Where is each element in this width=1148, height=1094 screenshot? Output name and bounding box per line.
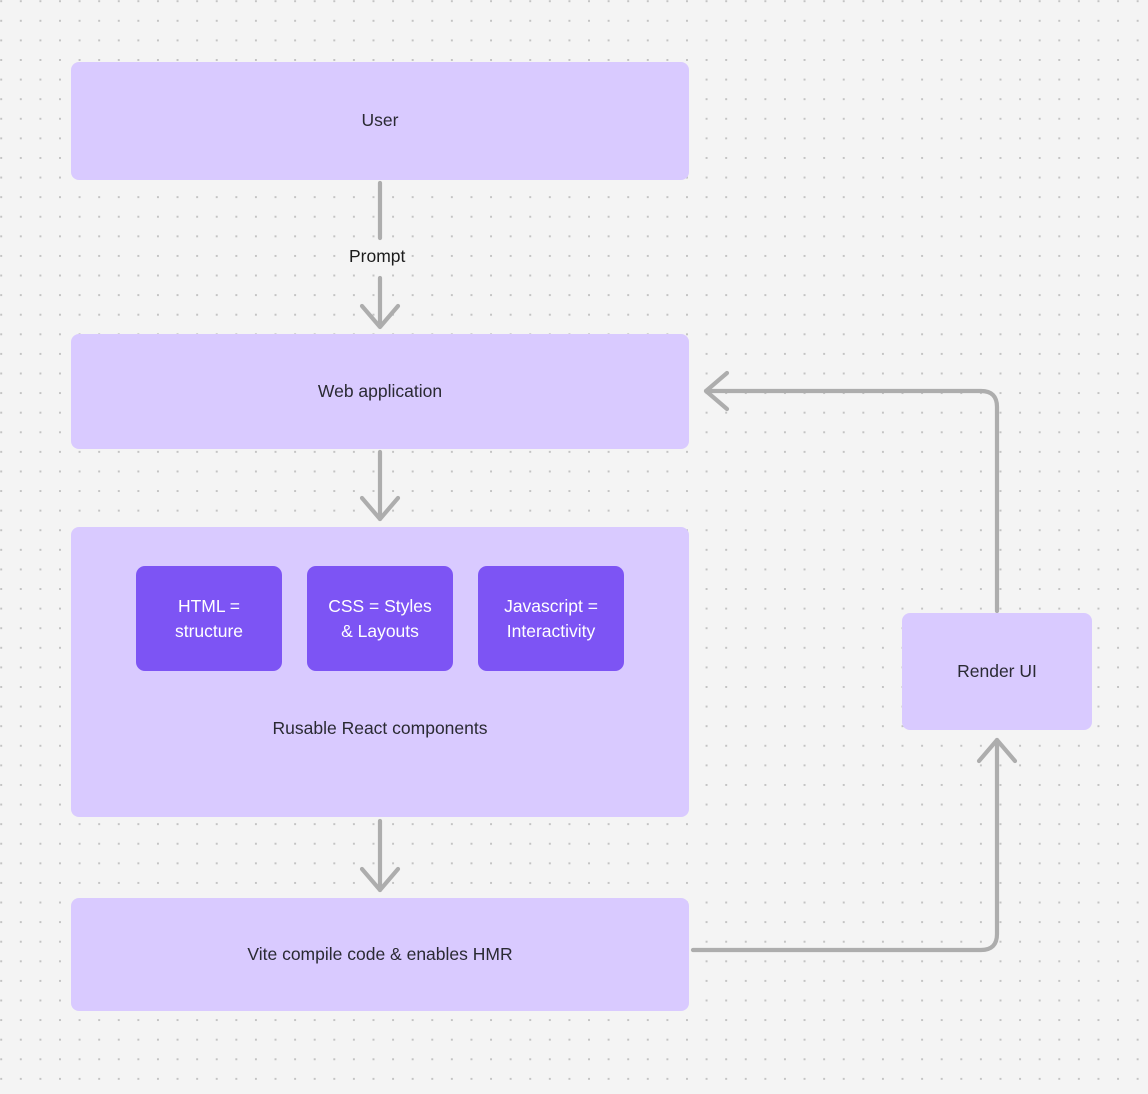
node-reusable-react-components[interactable]: HTML = structure CSS = Styles & Layouts … bbox=[71, 527, 689, 817]
edge-components-to-vite bbox=[359, 818, 401, 893]
node-html-structure-line1: HTML = bbox=[177, 595, 241, 616]
node-web-application[interactable]: Web application bbox=[71, 334, 689, 449]
node-html-structure-line2: structure bbox=[174, 620, 244, 641]
components-container-caption: Rusable React components bbox=[272, 718, 488, 738]
edge-render-to-webapp bbox=[703, 370, 1000, 614]
node-html-structure[interactable]: HTML = structure bbox=[136, 566, 282, 671]
edge-webapp-to-components bbox=[359, 449, 401, 522]
node-css-styles-layouts[interactable]: CSS = Styles & Layouts bbox=[307, 566, 453, 671]
edge-label-prompt: Prompt bbox=[344, 246, 411, 267]
node-javascript-interactivity-line1: Javascript = bbox=[504, 595, 598, 616]
node-render-ui[interactable]: Render UI bbox=[902, 613, 1092, 730]
node-render-ui-label: Render UI bbox=[957, 660, 1037, 681]
node-css-styles-layouts-line1: CSS = Styles bbox=[328, 595, 432, 616]
edge-vite-to-render bbox=[690, 737, 1018, 953]
node-user[interactable]: User bbox=[71, 62, 689, 180]
node-javascript-interactivity[interactable]: Javascript = Interactivity bbox=[478, 566, 624, 671]
node-javascript-interactivity-line2: Interactivity bbox=[506, 620, 596, 641]
node-vite-compile[interactable]: Vite compile code & enables HMR bbox=[71, 898, 689, 1011]
component-box-row: HTML = structure CSS = Styles & Layouts … bbox=[71, 566, 689, 671]
node-css-styles-layouts-line2: & Layouts bbox=[341, 620, 419, 641]
node-vite-compile-label: Vite compile code & enables HMR bbox=[247, 943, 513, 964]
node-user-label: User bbox=[361, 110, 399, 131]
node-web-application-label: Web application bbox=[317, 380, 443, 401]
